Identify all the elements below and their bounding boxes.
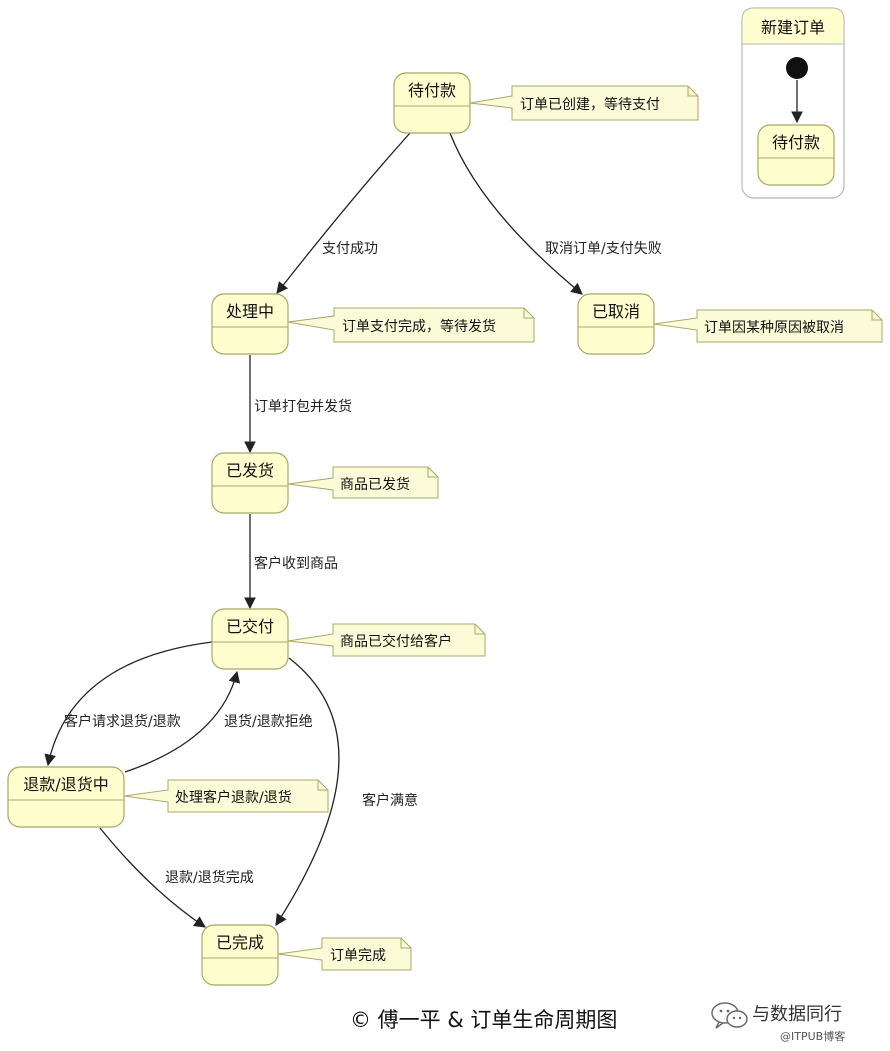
note-text: 订单因某种原因被取消 — [704, 320, 844, 336]
state-label: 退款/退货中 — [23, 775, 108, 794]
watermark-sub: @ITPUB博客 — [780, 1030, 846, 1043]
state-label: 待付款 — [408, 81, 456, 100]
transition-delivered-to-completed — [275, 657, 340, 926]
state-label: 已取消 — [592, 302, 640, 321]
state-processing: 处理中 — [211, 293, 289, 355]
transition-label: 客户请求退货/退款 — [64, 713, 181, 730]
chat-bubble-icon — [711, 1002, 748, 1029]
state-label: 处理中 — [226, 302, 274, 321]
transition-label: 取消订单/支付失败 — [545, 241, 662, 257]
state-shipped: 已发货 — [211, 452, 289, 514]
note-delivered: 商品已交付给客户 — [287, 623, 486, 657]
state-pending-payment: 待付款 — [393, 72, 471, 134]
transition-delivered-to-refunding — [44, 641, 213, 767]
transition-pending-to-processing — [276, 132, 411, 294]
state-delivered: 已交付 — [211, 608, 289, 670]
transition-label: 订单打包并发货 — [254, 398, 352, 415]
note-shipped: 商品已发货 — [287, 466, 439, 499]
transition-labels: 支付成功 取消订单/支付失败 订单打包并发货 客户收到商品 客户请求退货/退款 … — [64, 241, 662, 886]
note-refunding: 处理客户退款/退货 — [123, 779, 329, 813]
note-text: 订单完成 — [330, 948, 386, 964]
note-text: 订单支付完成，等待发货 — [342, 318, 496, 335]
transition-refunding-to-completed — [99, 827, 206, 928]
state-cancelled: 已取消 — [577, 293, 655, 355]
inset-frame-title: 新建订单 — [761, 18, 825, 37]
watermark: 与数据同行 @ITPUB博客 — [708, 998, 886, 1046]
transition-refunding-to-delivered — [124, 670, 241, 773]
state-completed: 已完成 — [201, 924, 279, 986]
note-cancelled: 订单因某种原因被取消 — [653, 309, 883, 343]
note-text: 订单已创建，等待支付 — [520, 96, 660, 113]
inset-frame: 新建订单 待付款 — [741, 7, 845, 199]
transition-label: 退货/退款拒绝 — [224, 713, 313, 730]
note-completed: 订单完成 — [277, 937, 412, 971]
inset-state-label: 待付款 — [772, 133, 820, 152]
note-pending-payment: 订单已创建，等待支付 — [469, 85, 699, 121]
inset-state-pending-payment: 待付款 — [757, 124, 835, 186]
watermark-name: 与数据同行 — [752, 1004, 842, 1025]
transition-label: 客户满意 — [362, 792, 418, 809]
state-label: 已发货 — [226, 461, 274, 480]
transitions — [44, 132, 583, 928]
state-label: 已交付 — [226, 617, 274, 636]
transition-label: 支付成功 — [322, 241, 378, 257]
initial-state-dot — [786, 57, 808, 79]
diagram-caption: © 傅一平 & 订单生命周期图 — [350, 1008, 618, 1032]
note-text: 商品已发货 — [340, 476, 410, 493]
transition-pending-to-cancelled — [449, 132, 583, 295]
state-label: 已完成 — [216, 933, 264, 952]
note-processing: 订单支付完成，等待发货 — [287, 307, 535, 343]
note-text: 商品已交付给客户 — [340, 633, 452, 650]
state-refunding: 退款/退货中 — [7, 766, 125, 828]
transition-label: 客户收到商品 — [254, 555, 338, 572]
note-text: 处理客户退款/退货 — [175, 789, 292, 806]
transition-label: 退款/退货完成 — [165, 869, 254, 886]
